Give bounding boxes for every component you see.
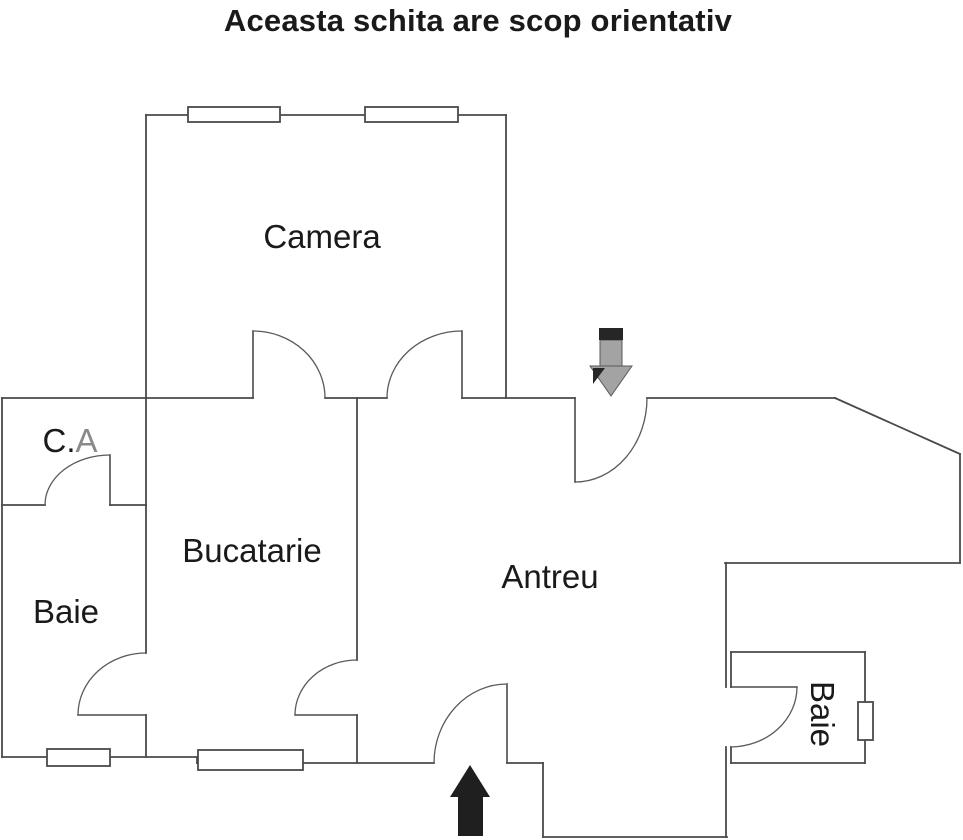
up-arrow-head xyxy=(450,765,490,797)
door-swing-arc xyxy=(252,330,326,399)
doors xyxy=(44,330,798,764)
entrance-arrow-bottom xyxy=(450,765,490,836)
down-arrow-shaft xyxy=(599,339,623,368)
window xyxy=(46,748,111,767)
window xyxy=(187,106,281,123)
door-swing-arc xyxy=(386,330,463,399)
down-arrow-cap xyxy=(599,328,623,340)
room-label-ca-prefix: C. xyxy=(42,422,76,459)
room-label-antreu: Antreu xyxy=(501,558,599,595)
entrance-door-swing-arc xyxy=(574,397,648,483)
windows xyxy=(46,106,874,771)
door-swing-arc xyxy=(294,659,358,716)
plan-title: Aceasta schita are scop orientativ xyxy=(223,3,733,38)
entrance-door-swing-arc xyxy=(433,683,508,764)
walls xyxy=(1,114,962,838)
window xyxy=(857,701,874,741)
window xyxy=(364,106,459,123)
diagonal-wall xyxy=(833,396,962,456)
room-label-bucatarie: Bucatarie xyxy=(182,532,322,569)
entrance-arrow-top xyxy=(589,328,633,397)
room-label-baie-right: Baie xyxy=(804,680,841,748)
room-label-camera: Camera xyxy=(263,218,381,255)
room-label-baie-left: Baie xyxy=(32,593,100,630)
down-arrow-shade xyxy=(593,368,605,384)
window xyxy=(197,749,304,771)
room-label-ca-suffix: A xyxy=(75,422,98,459)
door-swing-arc xyxy=(77,652,147,716)
door-swing-arc xyxy=(44,454,111,506)
room-label-ca: C.A xyxy=(42,422,97,460)
up-arrow-shaft xyxy=(458,796,483,836)
door-swing-arc xyxy=(730,686,798,748)
